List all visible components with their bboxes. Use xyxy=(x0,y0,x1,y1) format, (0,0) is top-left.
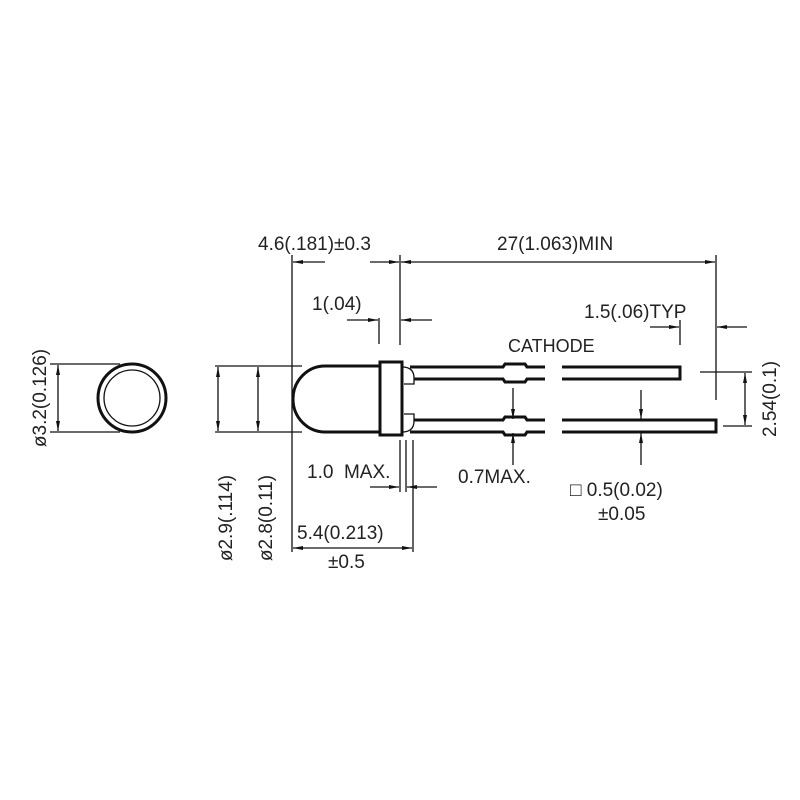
lead-square-tolerance: ±0.05 xyxy=(598,504,645,525)
body-length-label: 4.6(.181)±0.3 xyxy=(258,234,371,255)
overall-length-label: 5.4(0.213) xyxy=(297,523,384,544)
flange-width-label: 1(.04) xyxy=(312,294,362,315)
lead-square-label: □ 0.5(0.02) xyxy=(570,480,663,501)
flange xyxy=(378,360,404,437)
flange-diameter-label: ø2.9(.114) xyxy=(216,475,237,561)
led-body xyxy=(291,360,718,437)
body-diameter-label: ø2.8(0.11) xyxy=(256,475,277,561)
extension-lines xyxy=(215,255,752,552)
resin-protrusion-label: 1.0 MAX. xyxy=(307,462,390,483)
anode-lead xyxy=(562,418,718,434)
bump-width-label: 0.7MAX. xyxy=(458,467,531,488)
top-view: ø3.2(0.126) xyxy=(30,349,168,447)
top-diameter-label: ø3.2(0.126) xyxy=(30,349,51,447)
overall-length-tolerance: ±0.5 xyxy=(328,552,365,573)
cathode-lead xyxy=(562,365,682,381)
lead-length-label: 27(1.063)MIN xyxy=(497,234,613,255)
cathode-label: CATHODE xyxy=(508,336,595,356)
lead-spacing-label: 2.54(0.1) xyxy=(760,361,781,437)
lead-offset-label: 1.5(.06)TYP xyxy=(584,302,686,323)
dimension-lines xyxy=(216,260,747,550)
